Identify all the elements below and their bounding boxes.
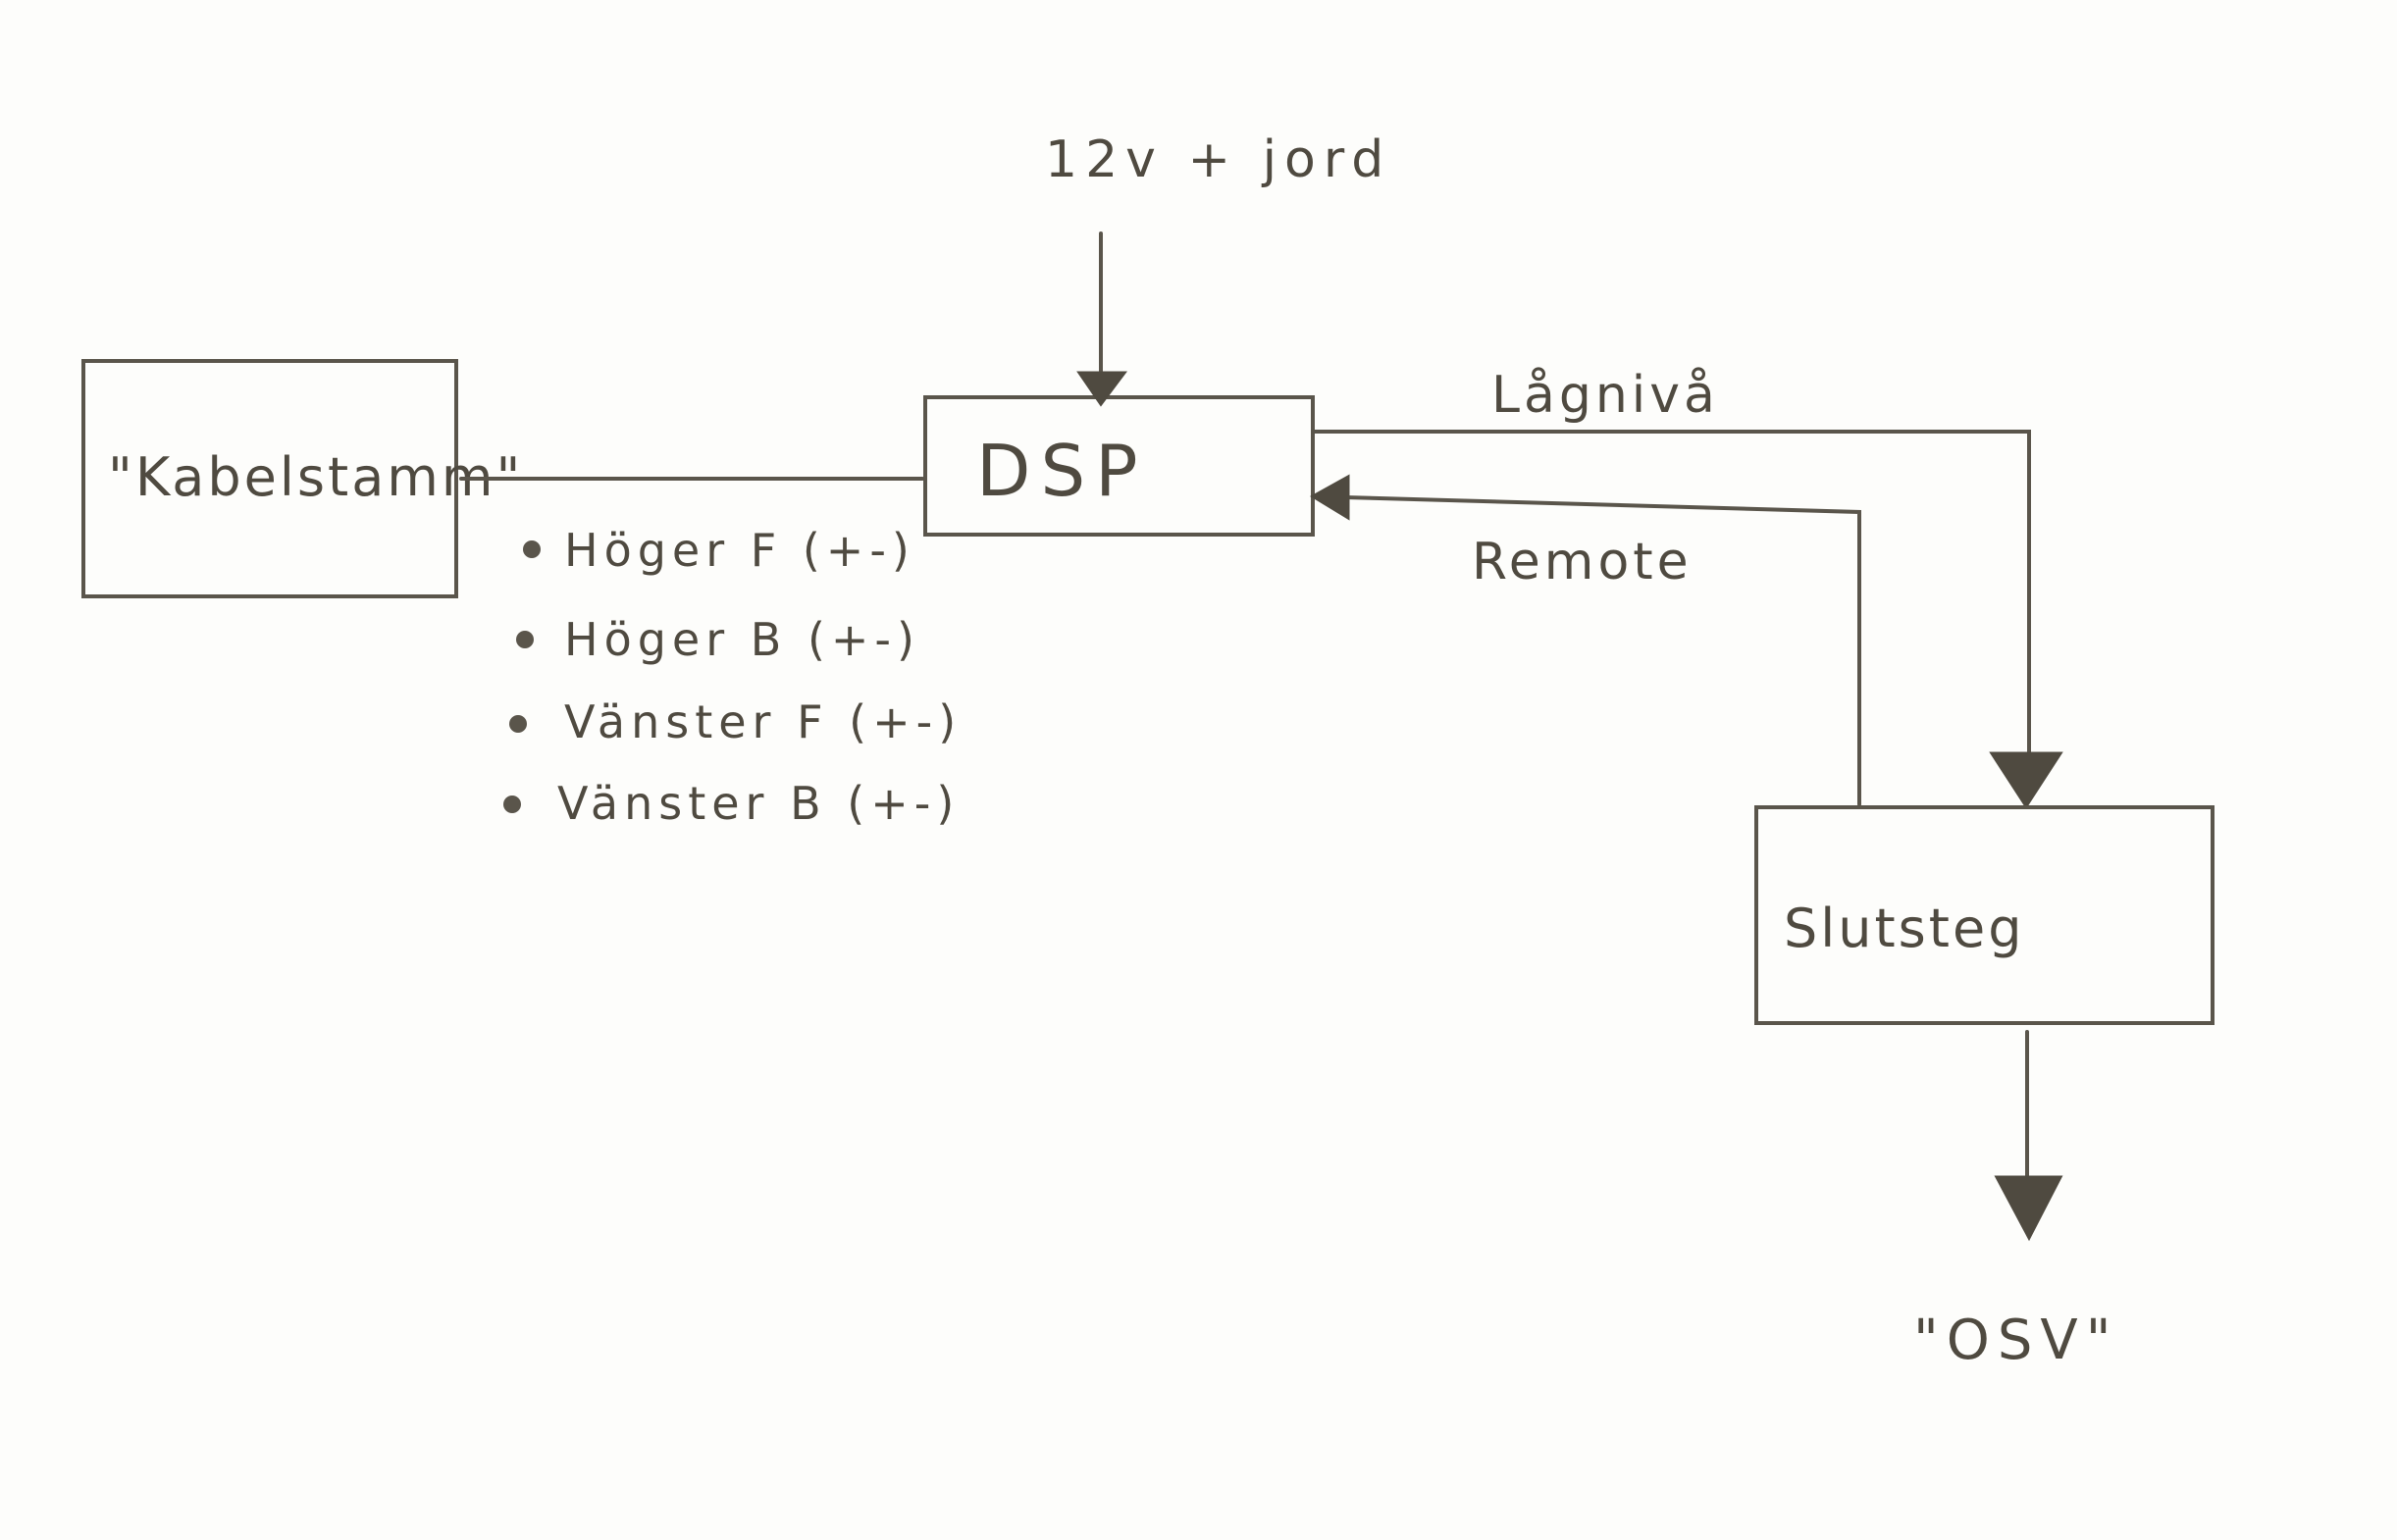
bullet-dot bbox=[503, 796, 521, 813]
power-arrow-head-icon bbox=[1076, 371, 1127, 407]
channel-item: Vänster F (+-) bbox=[564, 695, 962, 748]
remote-arrow-head-icon bbox=[1310, 474, 1350, 521]
dsp-label: DSP bbox=[976, 430, 1148, 512]
remote-signal-line bbox=[1342, 495, 1861, 806]
bullet-dot bbox=[509, 715, 527, 733]
osv-label: "OSV" bbox=[1913, 1309, 2118, 1372]
channel-item: Höger B (+-) bbox=[564, 613, 920, 666]
bullet-dot bbox=[523, 540, 541, 558]
kabelstamm-label: "Kabelstamm" bbox=[108, 446, 523, 508]
power-label: 12v + jord bbox=[1045, 130, 1391, 189]
channel-item: Höger F (+-) bbox=[564, 524, 915, 577]
kabelstamm-box bbox=[81, 359, 458, 598]
channel-item: Vänster B (+-) bbox=[557, 777, 960, 830]
channel-list: Höger F (+-) Höger B (+-) Vänster F (+-)… bbox=[503, 524, 962, 830]
slutsteg-box bbox=[1754, 805, 2215, 1025]
bullet-dot bbox=[516, 631, 534, 648]
output-arrow-head-icon bbox=[1994, 1175, 2063, 1242]
lagniva-arrow-head-icon bbox=[1989, 751, 2063, 809]
lagniva-signal-line bbox=[1313, 430, 2031, 757]
lagniva-label: Lågnivå bbox=[1491, 366, 1719, 425]
dsp-box bbox=[923, 395, 1315, 537]
slutsteg-label: Slutsteg bbox=[1784, 898, 2024, 959]
remote-label: Remote bbox=[1472, 533, 1693, 591]
